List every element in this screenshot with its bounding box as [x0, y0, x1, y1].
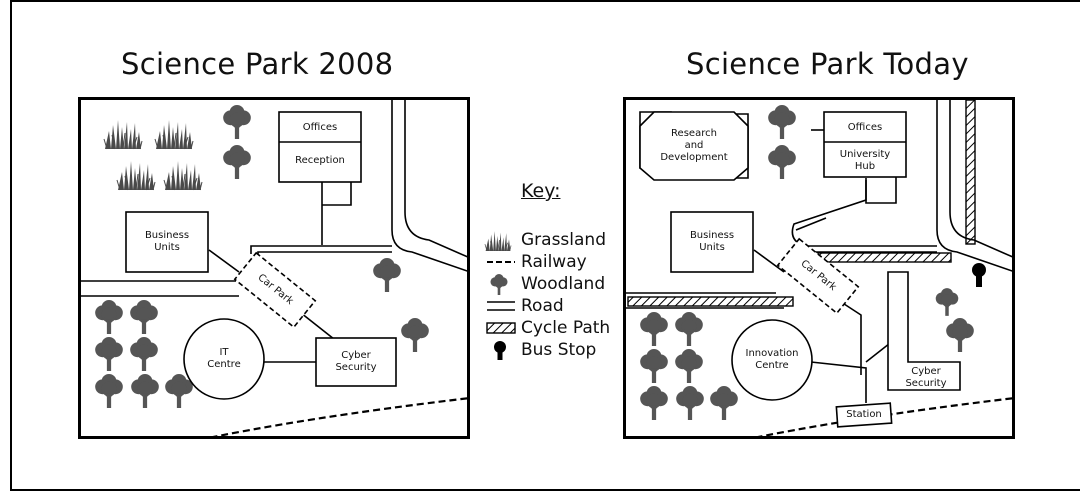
key-label: Bus Stop	[521, 340, 597, 360]
tree-icon	[94, 337, 124, 371]
tree-icon	[94, 374, 124, 408]
key-item-grassland: Grassland	[483, 229, 623, 251]
tree-icon	[934, 288, 960, 316]
grass-icon	[163, 160, 203, 191]
key-label: Woodland	[521, 274, 606, 294]
tree-icon	[222, 105, 252, 139]
reception-label: Reception	[295, 155, 345, 166]
grass-icon	[484, 230, 512, 251]
bus-stop-icon	[494, 341, 506, 360]
university-hub-label: University Hub	[839, 149, 891, 172]
map-today: Research and Development Offices Univers…	[623, 97, 1015, 439]
map-2008: Offices Reception Business Units Car Par…	[78, 97, 470, 439]
key-item-bus-stop: Bus Stop	[483, 339, 623, 361]
it-centre-label: IT Centre	[207, 347, 241, 370]
research-development-label: Research and Development	[660, 128, 728, 163]
tree-icon	[709, 386, 739, 420]
bus-stop-icon	[972, 263, 986, 287]
tree-icon	[130, 374, 160, 408]
innovation-centre-label: Innovation Centre	[745, 348, 799, 371]
tree-icon	[675, 386, 705, 420]
key-label: Cycle Path	[521, 318, 611, 338]
railway-icon	[487, 261, 515, 263]
road-icon	[487, 301, 515, 311]
key-label: Grassland	[521, 230, 606, 250]
key-item-railway: Railway	[483, 251, 623, 273]
tree-icon	[767, 105, 797, 139]
title-2008: Science Park 2008	[121, 47, 394, 81]
tree-icon	[767, 145, 797, 179]
tree-icon	[639, 349, 669, 383]
key-title: Key:	[521, 180, 561, 202]
cycle-path-icon	[486, 322, 516, 334]
title-today: Science Park Today	[686, 47, 969, 81]
tree-icon	[674, 349, 704, 383]
key-label: Railway	[521, 252, 587, 272]
map-2008-drawing	[81, 100, 467, 436]
grass-icon	[116, 160, 156, 191]
grass-icon	[103, 119, 143, 150]
key-item-woodland: Woodland	[483, 273, 623, 295]
key-item-cycle-path: Cycle Path	[483, 317, 623, 339]
cyber-security-label: Cyber Security	[335, 350, 377, 373]
offices-label: Offices	[847, 122, 883, 133]
tree-icon	[94, 300, 124, 334]
tree-icon	[639, 312, 669, 346]
tree-icon	[129, 337, 159, 371]
tree-icon	[372, 258, 402, 292]
offices-label: Offices	[302, 122, 338, 133]
tree-icon	[489, 274, 509, 295]
tree-icon	[400, 318, 430, 352]
map-today-drawing	[626, 100, 1012, 436]
tree-icon	[945, 318, 975, 352]
business-units-label: Business Units	[144, 230, 190, 253]
tree-icon	[639, 386, 669, 420]
key-label: Road	[521, 296, 564, 316]
business-units-label: Business Units	[689, 230, 735, 253]
tree-icon	[674, 312, 704, 346]
grass-icon	[154, 119, 194, 150]
key-item-road: Road	[483, 295, 623, 317]
tree-icon	[129, 300, 159, 334]
tree-icon	[222, 145, 252, 179]
cyber-security-label: Cyber Security	[905, 366, 947, 389]
station-label: Station	[846, 409, 882, 420]
